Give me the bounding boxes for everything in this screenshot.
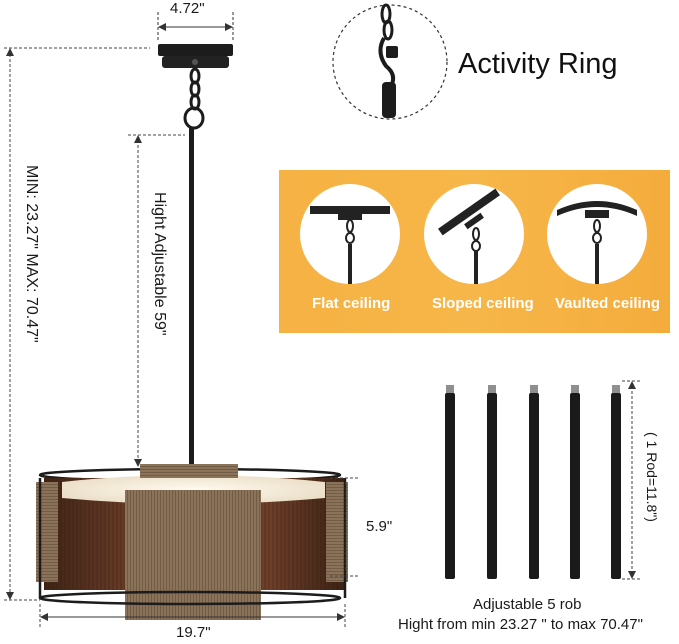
canopy-width-label: 4.72" — [170, 0, 205, 17]
rod-1 — [445, 385, 455, 579]
min-max-dimension — [4, 47, 150, 601]
ceiling-types-panel: Flat ceiling Sloped ceiling Vaulted ceil… — [279, 170, 670, 333]
rod-2 — [487, 385, 497, 579]
shade-height-dimension — [330, 477, 360, 577]
activity-ring-detail — [332, 3, 448, 120]
rod-5 — [611, 385, 621, 579]
canopy-width-dimension — [157, 12, 234, 40]
shade-width-dimension — [39, 604, 346, 628]
rod-length-label: ( 1 Rod=11.8") — [644, 432, 660, 522]
rods-group — [445, 380, 640, 580]
vaulted-ceiling-icon — [557, 201, 637, 284]
adjustable-label: Hight Adjustable 59" — [151, 192, 168, 336]
sloped-ceiling-icon — [438, 188, 500, 284]
vaulted-ceiling-label: Vaulted ceiling — [555, 295, 661, 312]
suspension-rod — [189, 128, 194, 473]
ceiling-canopy — [158, 44, 233, 68]
flat-ceiling-label: Flat ceiling — [312, 295, 391, 312]
flat-ceiling-icon — [310, 206, 390, 284]
sloped-ceiling-label: Sloped ceiling — [432, 295, 534, 312]
shade-height-label: 5.9" — [366, 518, 393, 535]
rods-caption-line2: Hight from min 23.27 " to max 70.47" — [398, 616, 643, 633]
adjustable-dimension — [128, 134, 185, 467]
rod-3 — [529, 385, 539, 579]
chain — [183, 67, 205, 130]
flat-ceiling-circle — [300, 184, 400, 284]
rod-4 — [570, 385, 580, 579]
drum-shade — [36, 464, 348, 620]
min-max-label: MIN: 23.27" MAX: 70.47" — [23, 165, 40, 343]
sloped-ceiling-circle — [424, 184, 524, 284]
vaulted-ceiling-circle — [547, 184, 647, 284]
shade-width-label: 19.7" — [176, 624, 211, 641]
activity-ring-label: Activity Ring — [458, 48, 618, 80]
rods-caption-line1: Adjustable 5 rob — [473, 596, 582, 613]
